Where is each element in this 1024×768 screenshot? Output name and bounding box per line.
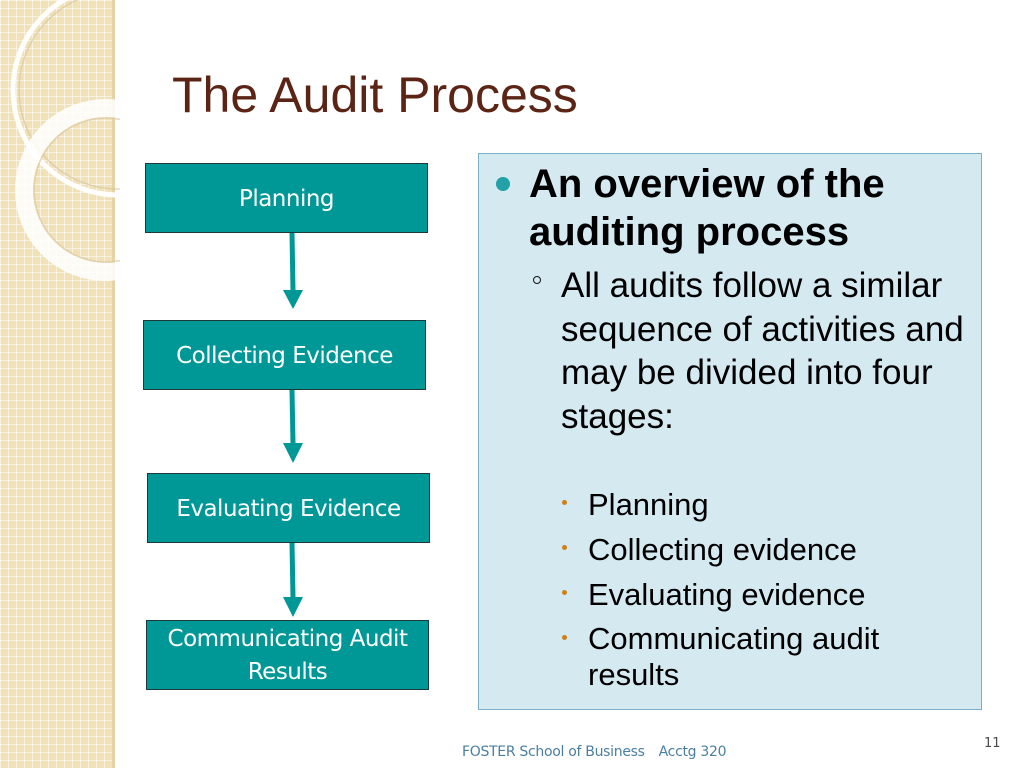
footer-school: FOSTER School of Business [462, 744, 645, 760]
flow-step-label: Planning [238, 186, 335, 212]
stage-label: Collecting evidence [588, 532, 857, 567]
decorative-strip-edge [112, 0, 115, 768]
list-item: Collecting evidence [560, 531, 970, 569]
flow-step-label-line-1: Communicating Audit [167, 626, 408, 652]
flow-arrow-3 [289, 542, 296, 598]
stage-label: Communicating audit results [588, 621, 880, 692]
flow-step-label: Collecting Evidence [176, 343, 393, 369]
slide-footer: FOSTER School of Business Acctg 320 [462, 744, 727, 760]
flow-step-label: Evaluating Evidence [176, 496, 401, 522]
flow-arrow-3-head [283, 597, 303, 617]
bullet-small-dot-icon [562, 635, 567, 640]
decorative-circles [10, 0, 120, 281]
stage-label: Planning [588, 487, 709, 522]
bullet-dot-icon [496, 177, 510, 191]
page-number: 11 [984, 736, 1001, 751]
content-panel [478, 153, 982, 710]
bullet-ring-icon [533, 276, 541, 284]
flow-step-planning: Planning [145, 163, 428, 233]
bullet-small-dot-icon [562, 590, 567, 595]
stages-list: Planning Collecting evidence Evaluating … [560, 486, 970, 700]
flow-step-communicating-results: Communicating Audit Results [146, 620, 429, 690]
footer-course: Acctg 320 [658, 744, 727, 760]
flow-step-label-line-2: Results [247, 659, 328, 685]
slide-title: The Audit Process [172, 67, 578, 123]
flow-step-collecting-evidence: Collecting Evidence [143, 320, 426, 390]
content-heading: An overview of the auditing process [529, 162, 885, 254]
list-item: Communicating audit results [560, 621, 970, 693]
flow-arrow-2-head [283, 443, 303, 463]
bullet-small-dot-icon [562, 500, 567, 505]
content-sub-point: All audits follow a similar sequence of … [561, 266, 964, 436]
flow-arrow-2 [289, 389, 296, 444]
bullet-small-dot-icon [562, 545, 567, 550]
flow-arrow-1 [289, 232, 296, 291]
stage-label: Evaluating evidence [588, 577, 866, 612]
list-item: Planning [560, 486, 970, 524]
flow-arrow-1-head [283, 290, 303, 309]
flow-step-evaluating-evidence: Evaluating Evidence [147, 473, 430, 543]
list-item: Evaluating evidence [560, 576, 970, 614]
